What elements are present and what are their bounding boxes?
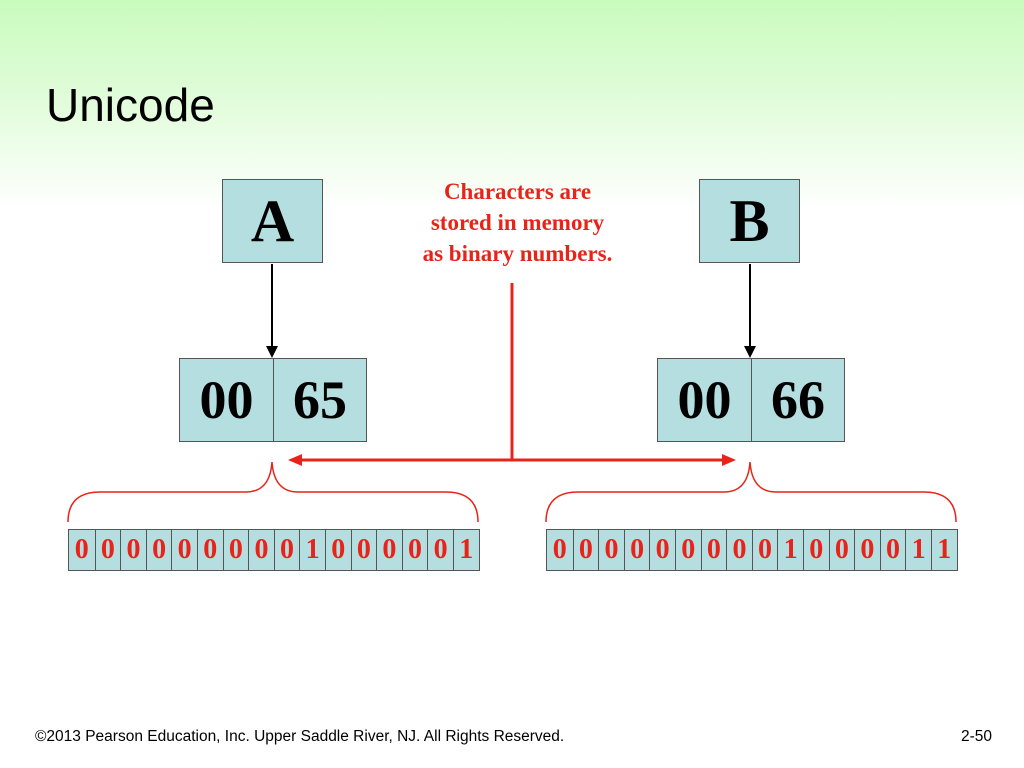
bit-cell: 1: [452, 530, 479, 570]
bit-cell: 1: [777, 530, 803, 570]
bit-cell: 0: [94, 530, 121, 570]
code-cell-low-byte: 66: [751, 359, 844, 441]
bit-cell: 0: [674, 530, 701, 570]
bit-cell: 0: [726, 530, 752, 570]
brace-b: [545, 461, 957, 523]
arrowhead-right-red: [722, 454, 736, 466]
footer-copyright: ©2013 Pearson Education, Inc. Upper Sadd…: [35, 728, 565, 745]
bit-cell: 0: [74, 534, 89, 565]
bit-cell: 0: [879, 530, 906, 570]
code-cell-high-byte: 00: [677, 370, 732, 430]
callout-line-1: Characters are: [443, 179, 592, 204]
callout-line-3: as binary numbers.: [422, 241, 613, 266]
code-cell-low-byte: 65: [273, 359, 366, 441]
bit-cell: 0: [623, 530, 650, 570]
footer-page-number: 2-50: [961, 728, 993, 745]
bit-cell: 0: [700, 530, 727, 570]
bit-cell: 0: [649, 530, 675, 570]
bit-cell: 1: [299, 530, 325, 570]
bit-cell: 0: [324, 530, 351, 570]
code-box-a: 00 65: [179, 358, 367, 442]
bit-cell: 0: [120, 530, 146, 570]
code-cell-high-byte: 00: [199, 370, 254, 430]
arrowhead-a: [266, 346, 278, 358]
callout-line-2: stored in memory: [430, 210, 605, 235]
bit-cell: 0: [196, 530, 223, 570]
code-box-b: 00 66: [657, 358, 845, 442]
bit-cell: 0: [248, 530, 274, 570]
bit-cell: 0: [350, 530, 377, 570]
bit-cell: 0: [222, 530, 249, 570]
slide-title: Unicode: [46, 79, 215, 131]
arrowhead-b: [744, 346, 756, 358]
bit-cell: 0: [171, 530, 197, 570]
bit-cell: 0: [552, 534, 567, 565]
char-box-a: A: [222, 179, 323, 263]
bit-cell: 0: [598, 530, 624, 570]
bit-cell: 0: [828, 530, 855, 570]
bit-cell: 0: [145, 530, 172, 570]
bit-cell: 0: [802, 530, 829, 570]
bit-cell: 0: [273, 530, 300, 570]
char-box-b: B: [699, 179, 800, 263]
bit-cell: 0: [854, 530, 880, 570]
brace-a: [67, 461, 479, 523]
arrowhead-left-red: [288, 454, 302, 466]
bit-cell: 0: [401, 530, 428, 570]
bit-cell: 0: [572, 530, 599, 570]
bit-cell: 1: [905, 530, 931, 570]
bit-cell: 0: [427, 530, 453, 570]
bit-cell: 1: [930, 530, 957, 570]
callout-text: Characters are stored in memory as binar…: [400, 176, 635, 269]
bit-cell: 0: [751, 530, 778, 570]
bit-cell: 0: [376, 530, 402, 570]
